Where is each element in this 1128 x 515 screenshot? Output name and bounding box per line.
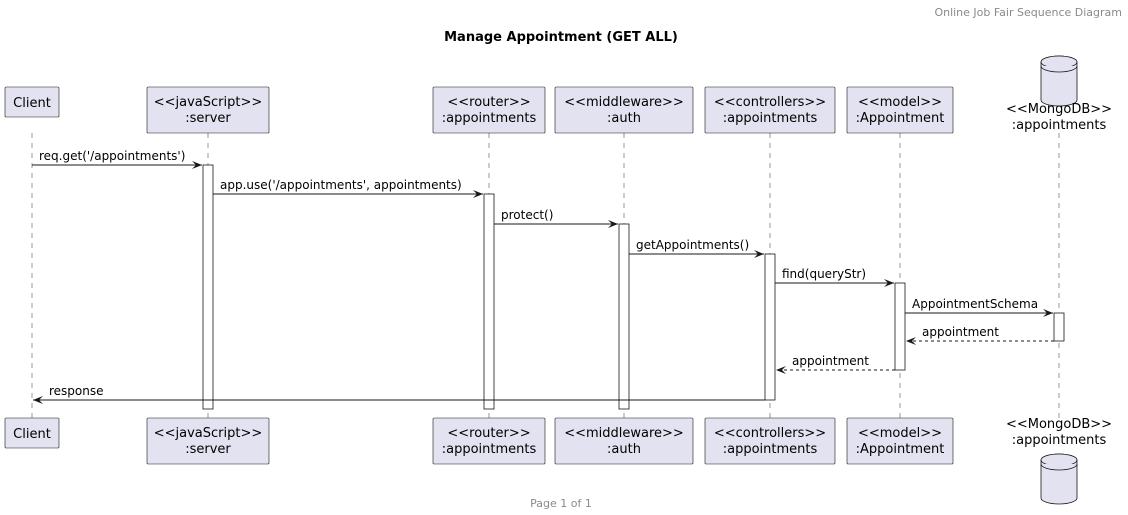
arrowhead-icon (754, 250, 764, 258)
participant-mongodb-top: <<MongoDB>>:appointments (1006, 55, 1112, 133)
message-label: appointment (792, 354, 869, 368)
diagram-header: Online Job Fair Sequence Diagram (934, 6, 1122, 19)
participant-label: <<javaScript>> (154, 426, 263, 441)
arrowhead-icon (906, 337, 916, 345)
message-6: AppointmentSchema (905, 297, 1053, 317)
activation-bars (202, 164, 1065, 410)
participant-label: Client (13, 427, 51, 442)
diagram-title: Manage Appointment (GET ALL) (444, 30, 678, 45)
participant-server-top: <<javaScript>>:server (146, 86, 270, 134)
message-label: protect() (501, 208, 553, 222)
message-label: app.use('/appointments', appointments) (220, 178, 462, 192)
participant-label: :auth (607, 111, 641, 126)
participant-box (704, 86, 836, 134)
participant-model-top: <<model>>:Appointment (846, 86, 954, 134)
activation-bar-router (483, 193, 495, 410)
participant-box (554, 86, 694, 134)
arrowhead-icon (884, 279, 894, 287)
participant-label: <<javaScript>> (154, 95, 263, 110)
participant-label: <<MongoDB>> (1006, 102, 1112, 117)
participant-label: <<router>> (447, 95, 530, 110)
database-icon (1040, 55, 1078, 107)
participant-label: :appointments (442, 442, 537, 457)
message-label: find(queryStr) (782, 267, 866, 281)
message-8: appointment (776, 354, 895, 374)
arrowhead-icon (33, 396, 43, 404)
participants: ClientClient<<javaScript>>:server<<javaS… (4, 55, 1112, 505)
page-footer: Page 1 of 1 (530, 497, 592, 510)
participant-box (704, 417, 836, 465)
activation-bar-mongodb (1053, 312, 1065, 342)
participant-label: :auth (607, 442, 641, 457)
arrowhead-icon (1043, 309, 1053, 317)
message-label: appointment (922, 325, 999, 339)
database-icon (1040, 453, 1078, 505)
participant-label: <<controllers>> (714, 95, 826, 110)
participant-label: Client (13, 96, 51, 111)
participant-label: :Appointment (856, 111, 945, 126)
arrowhead-icon (192, 161, 202, 169)
message-2: app.use('/appointments', appointments) (213, 178, 483, 198)
participant-label: <<model>> (858, 95, 942, 110)
participant-box (4, 86, 60, 118)
participant-box (554, 417, 694, 465)
activation-bar-server (202, 164, 214, 410)
participant-mongodb-bottom: <<MongoDB>>:appointments (1006, 417, 1112, 505)
participant-label: :appointments (723, 442, 818, 457)
participant-label: :Appointment (856, 442, 945, 457)
participant-client-top: Client (4, 86, 60, 118)
message-3: protect() (494, 208, 618, 228)
participant-label: <<middleware>> (564, 95, 684, 110)
participant-box (4, 417, 60, 449)
message-label: req.get('/appointments') (39, 149, 185, 163)
participant-router-top: <<router>>:appointments (432, 86, 546, 134)
message-9: response (33, 384, 765, 404)
message-5: find(queryStr) (775, 267, 894, 287)
participant-label: :appointments (1012, 118, 1107, 133)
participant-box (432, 417, 546, 465)
message-label: AppointmentSchema (912, 297, 1038, 311)
participant-label: <<router>> (447, 426, 530, 441)
participant-router-bottom: <<router>>:appointments (432, 417, 546, 465)
participant-label: :appointments (1012, 433, 1107, 448)
message-4: getAppointments() (629, 238, 764, 258)
participant-label: :appointments (442, 111, 537, 126)
participant-middleware-bottom: <<middleware>>:auth (554, 417, 694, 465)
participant-middleware-top: <<middleware>>:auth (554, 86, 694, 134)
participant-box (146, 86, 270, 134)
arrowhead-icon (473, 190, 483, 198)
participant-box (146, 417, 270, 465)
participant-controllers-bottom: <<controllers>>:appointments (704, 417, 836, 465)
participant-model-bottom: <<model>>:Appointment (846, 417, 954, 465)
message-label: response (49, 384, 104, 398)
participant-label: :server (185, 111, 231, 126)
participant-box (846, 417, 954, 465)
messages: req.get('/appointments') app.use('/appoin… (32, 149, 1054, 404)
arrowhead-icon (776, 366, 786, 374)
participant-controllers-top: <<controllers>>:appointments (704, 86, 836, 134)
participant-client-bottom: Client (4, 417, 60, 449)
arrowhead-icon (608, 220, 618, 228)
participant-box (846, 86, 954, 134)
participant-server-bottom: <<javaScript>>:server (146, 417, 270, 465)
lifelines (31, 133, 1060, 418)
message-label: getAppointments() (636, 238, 749, 252)
participant-label: <<controllers>> (714, 426, 826, 441)
activation-bar-controllers (764, 253, 776, 401)
activation-bar-middleware (618, 223, 630, 410)
message-1: req.get('/appointments') (32, 149, 202, 169)
activation-bar-model (894, 282, 906, 371)
participant-label: <<MongoDB>> (1006, 417, 1112, 432)
participant-box (432, 86, 546, 134)
participant-label: :server (185, 442, 231, 457)
participant-label: <<middleware>> (564, 426, 684, 441)
participant-label: <<model>> (858, 426, 942, 441)
participant-label: :appointments (723, 111, 818, 126)
message-7: appointment (906, 325, 1054, 345)
